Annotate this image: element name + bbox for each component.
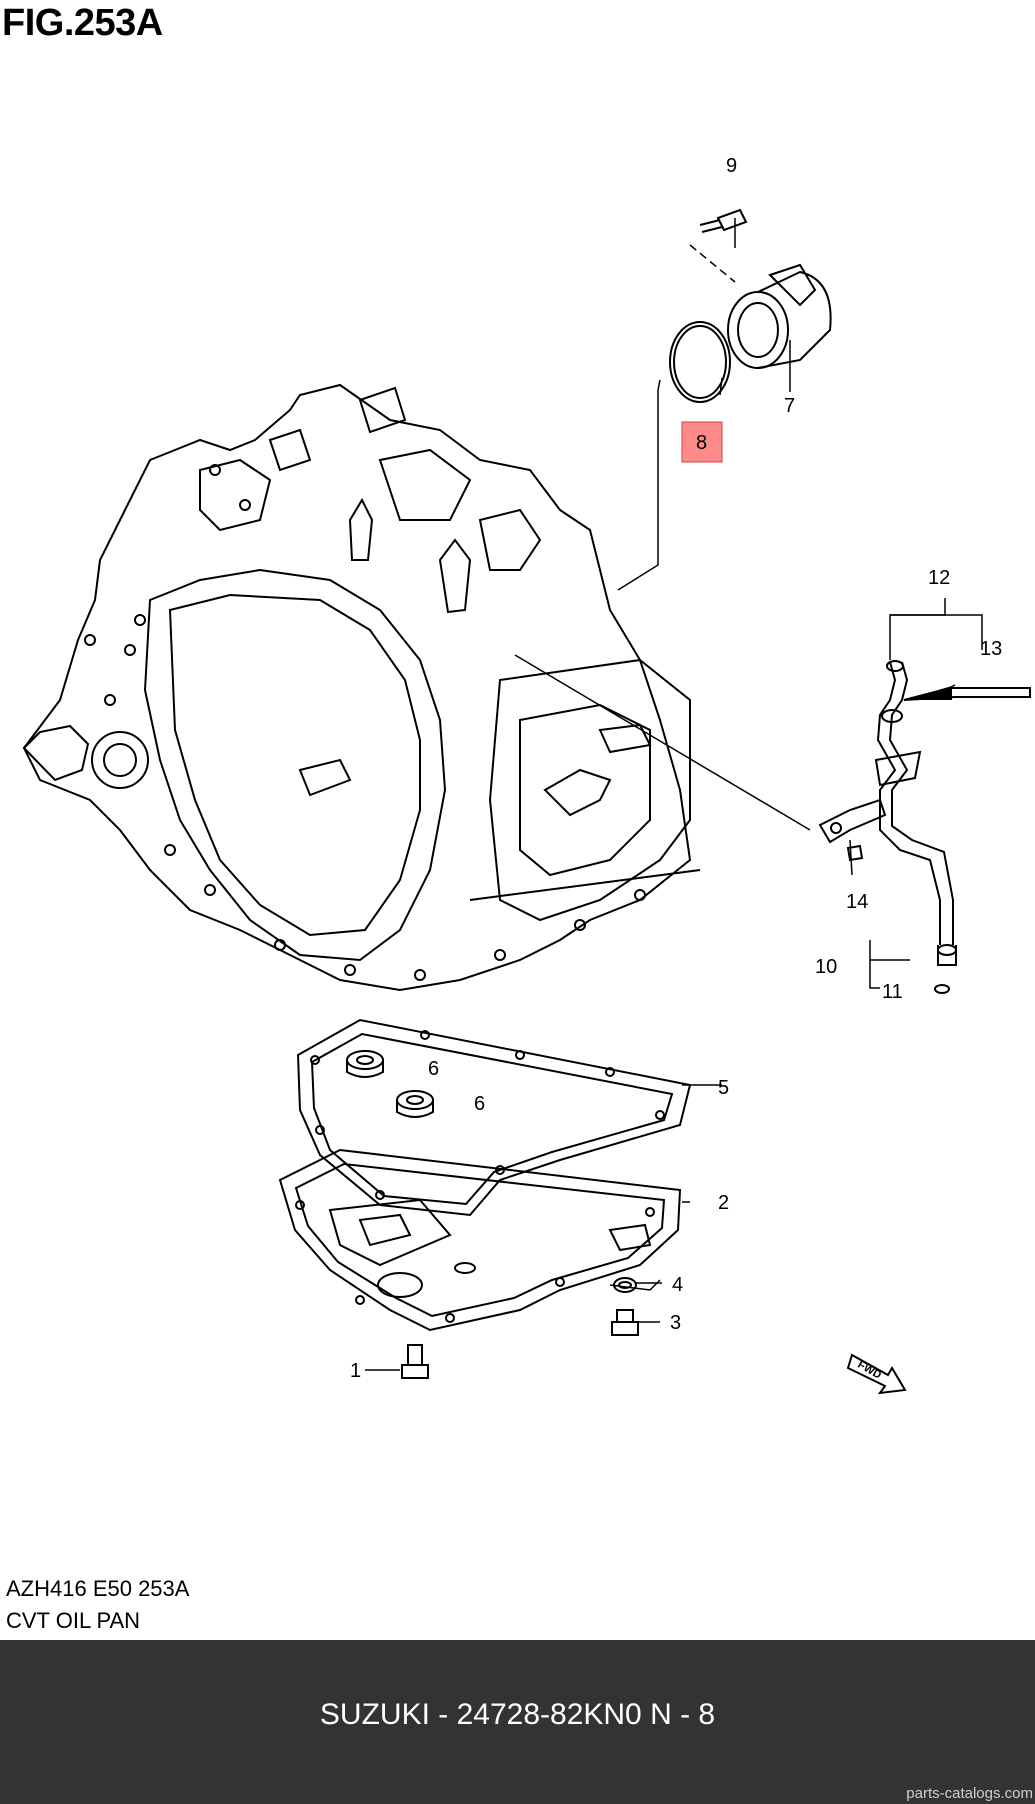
- magnet-part-6-a: [346, 1050, 384, 1078]
- washer-part-4: [613, 1277, 637, 1293]
- callout-9: 9: [726, 155, 737, 177]
- callout-13: 13: [980, 638, 1002, 660]
- fwd-arrow: FWD: [846, 1353, 907, 1395]
- bolt-part-9: [699, 208, 748, 233]
- callout-10: 10: [815, 956, 837, 978]
- oil-pan-part-2: [278, 1148, 682, 1332]
- callout-8: 8: [696, 432, 707, 454]
- callout-4: 4: [672, 1274, 683, 1296]
- dipstick-tube-assembly: [818, 660, 957, 994]
- drain-plug-part-3: [611, 1309, 639, 1336]
- figure-title: FIG.253A: [2, 2, 163, 44]
- filter-part-7: [727, 263, 832, 369]
- callout-7: 7: [784, 395, 795, 417]
- watermark: parts-catalogs.com: [906, 1785, 1033, 1802]
- callout-5: 5: [718, 1077, 729, 1099]
- footer-bar: SUZUKI - 24728-82KN0 N - 8 parts-catalog…: [0, 1640, 1035, 1804]
- callout-6-a: 6: [428, 1058, 439, 1080]
- leader-lines: [365, 218, 983, 1371]
- transmission-case: [22, 383, 701, 992]
- footer-part-text: SUZUKI - 24728-82KN0 N - 8: [319, 1698, 716, 1731]
- parts-diagram: FWD 1 2 3 4 5 6 6 7 8 9 10 11 12 13 14: [22, 155, 1031, 1395]
- bolt-part-1: [401, 1344, 429, 1379]
- callout-14: 14: [846, 891, 868, 913]
- callout-12: 12: [928, 567, 950, 589]
- gauge-pointer: [904, 686, 952, 700]
- callout-6-b: 6: [474, 1093, 485, 1115]
- callout-1: 1: [350, 1360, 361, 1382]
- diagram-name: CVT OIL PAN: [6, 1608, 141, 1633]
- callout-2: 2: [718, 1192, 729, 1214]
- magnet-part-6-b: [396, 1090, 434, 1118]
- callout-11: 11: [882, 981, 903, 1003]
- gasket-part-5: [296, 1018, 692, 1217]
- diagram-code: AZH416 E50 253A: [6, 1576, 190, 1601]
- o-ring-part-8: [669, 321, 731, 403]
- callout-highlight-8: [681, 421, 723, 463]
- callout-3: 3: [670, 1312, 681, 1334]
